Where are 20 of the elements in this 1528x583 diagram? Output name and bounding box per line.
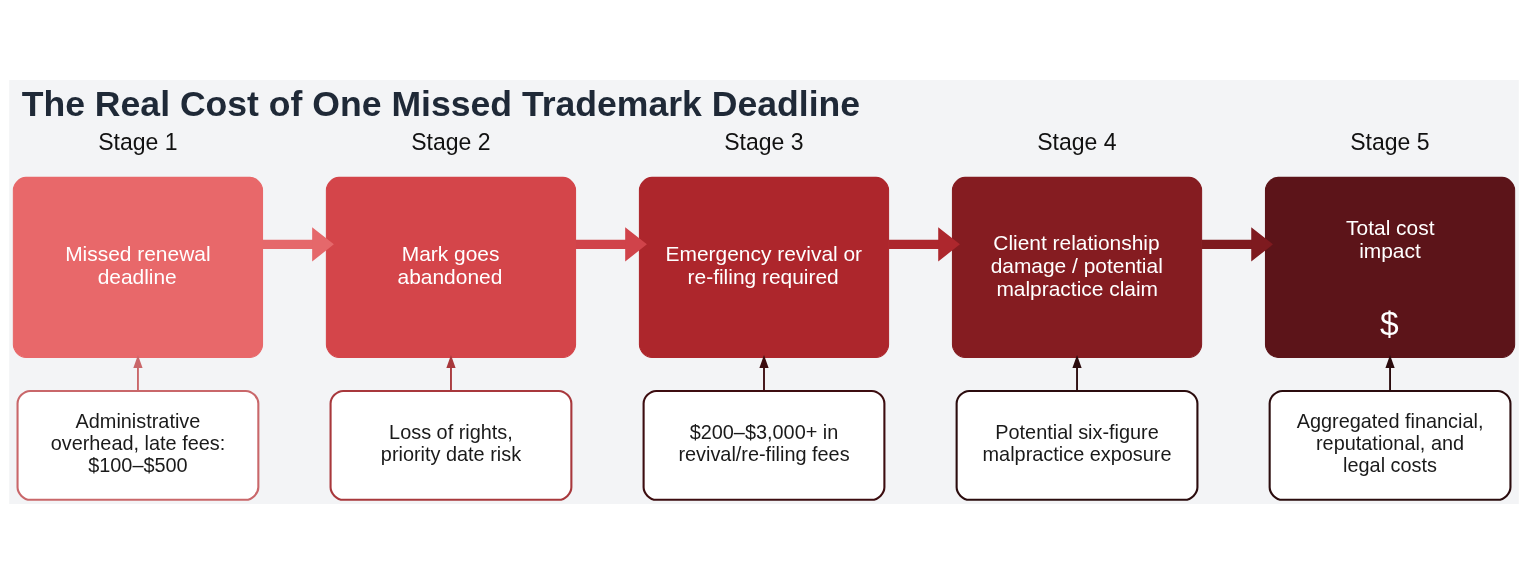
arrow <box>1201 226 1273 261</box>
arrow <box>446 354 456 392</box>
arrow <box>888 226 960 261</box>
node-label: Stage 3 <box>724 128 804 155</box>
node-box: Potential six-figure malpractice exposure <box>955 389 1199 501</box>
node-box: Loss of rights, priority date risk <box>329 389 573 501</box>
arrow <box>1385 354 1395 392</box>
node-label: Stage 5 <box>1350 128 1430 155</box>
diagram-title: The Real Cost of One Missed Trademark Deadline <box>21 83 861 124</box>
node-box: $200–$3,000+ in revival/re-filing fees <box>642 389 886 501</box>
node-label: Stage 2 <box>411 128 491 155</box>
arrow <box>1072 354 1082 392</box>
node-box: Administrative overhead, late fees: $100–$500 <box>16 389 260 501</box>
node-box: Aggregated financial, reputational, and legal costs <box>1268 389 1512 501</box>
node-label: Stage 1 <box>98 128 178 155</box>
arrow <box>133 354 143 392</box>
node-label: Stage 4 <box>1037 128 1117 155</box>
arrow <box>759 354 769 392</box>
arrow <box>575 226 647 261</box>
arrow <box>262 226 334 261</box>
